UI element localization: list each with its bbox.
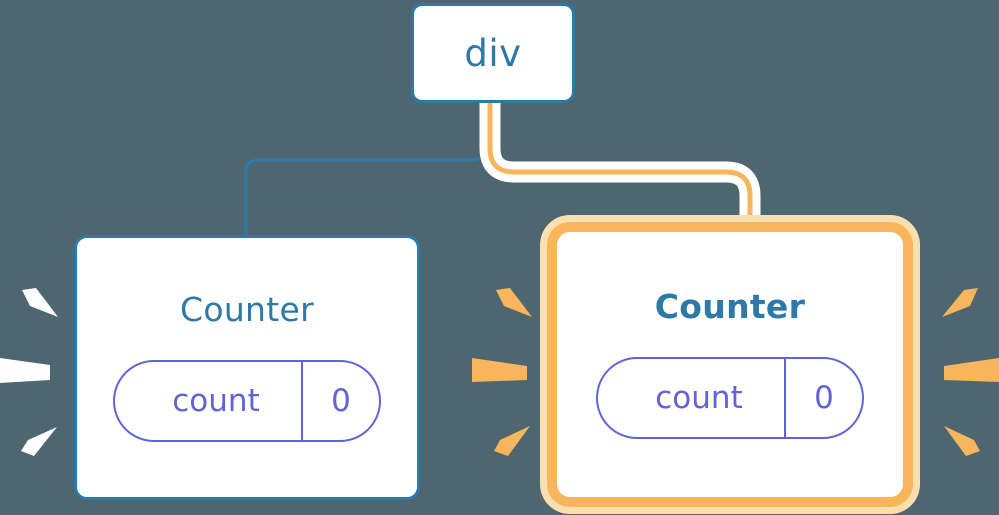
node-counter-left-label: Counter (180, 290, 314, 329)
state-value: 0 (301, 362, 379, 440)
state-value: 0 (784, 359, 862, 437)
edge-div-to-counter-right (487, 103, 753, 232)
edge-div-to-counter-left (244, 101, 486, 237)
node-div-label: div (464, 31, 522, 75)
node-counter-right-label: Counter (654, 287, 806, 326)
node-div[interactable]: div (411, 3, 575, 103)
state-key: count (172, 382, 260, 419)
state-pill-counter-right: count 0 (596, 357, 864, 439)
node-counter-right-highlighted[interactable]: Counter count 0 (557, 232, 903, 497)
state-key: count (655, 379, 743, 416)
state-pill-counter-left: count 0 (113, 360, 381, 442)
edge-div-to-counter-right-halo (479, 103, 761, 232)
node-counter-left[interactable]: Counter count 0 (74, 235, 420, 500)
